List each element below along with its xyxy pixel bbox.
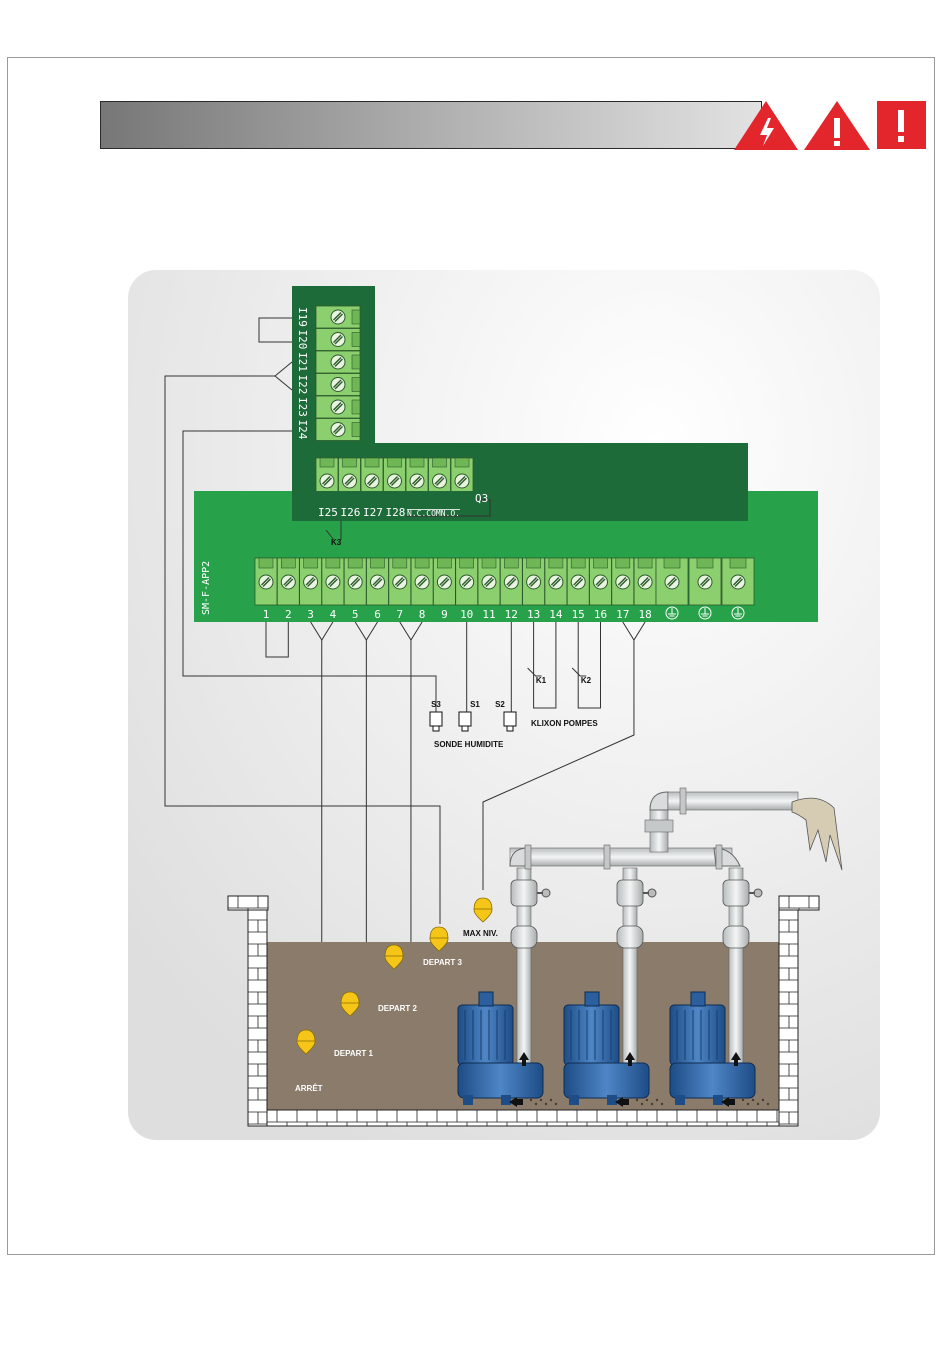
float-depart1-label: DEPART 1 (334, 1049, 374, 1058)
terminal-label-9: 9 (441, 608, 448, 621)
terminal-label-7: 7 (396, 608, 403, 621)
terminal-label-i23: I23 (296, 397, 309, 417)
terminal-label-i24: I24 (296, 420, 309, 440)
terminal-label-16: 16 (594, 608, 607, 621)
terminal-label-6: 6 (374, 608, 381, 621)
terminal-label-i26: I26 (341, 506, 361, 519)
sensor-s1-label: S1 (470, 700, 480, 709)
terminal-label-10: 10 (460, 608, 473, 621)
terminal-label-13: 13 (527, 608, 540, 621)
terminal-label-4: 4 (330, 608, 337, 621)
terminal-label-11: 11 (482, 608, 495, 621)
humidity-sensor-label: SONDE HUMIDITE (434, 740, 504, 749)
klixon-k2-label: K2 (581, 676, 592, 685)
relay-q3-label: Q3 (475, 492, 488, 505)
board-model-label: SM-F-APP2 (201, 561, 212, 615)
float-depart3-label: DEPART 3 (423, 958, 463, 967)
terminal-label-2: 2 (285, 608, 292, 621)
terminal-label-i20: I20 (296, 330, 309, 350)
float-max-label: MAX NIV. (463, 929, 498, 938)
terminal-label-i21: I21 (296, 352, 309, 372)
relay-k3-label: K3 (331, 538, 342, 547)
terminal-label-8: 8 (419, 608, 426, 621)
terminal-label-18: 18 (638, 608, 651, 621)
float-stop-label: ARRÊT (295, 1084, 323, 1093)
terminal-label-i25: I25 (318, 506, 338, 519)
klixon-label: KLIXON POMPES (531, 719, 598, 728)
terminal-label-15: 15 (572, 608, 585, 621)
terminal-label-i19: I19 (296, 307, 309, 327)
sensor-s2-label: S2 (495, 700, 505, 709)
terminal-label-12: 12 (505, 608, 518, 621)
relay-contact-labels: N.C.COMN.O. (407, 509, 460, 518)
terminal-label-3: 3 (307, 608, 314, 621)
terminal-label-i28: I28 (386, 506, 406, 519)
terminal-label-14: 14 (549, 608, 563, 621)
klixon-k1-label: K1 (536, 676, 547, 685)
terminal-label-17: 17 (616, 608, 629, 621)
terminal-label-i27: I27 (363, 506, 383, 519)
terminal-label-i22: I22 (296, 375, 309, 395)
terminal-label-1: 1 (263, 608, 270, 621)
terminal-label-5: 5 (352, 608, 359, 621)
sensor-s3-label: S3 (431, 700, 441, 709)
float-depart2-label: DEPART 2 (378, 1004, 418, 1013)
